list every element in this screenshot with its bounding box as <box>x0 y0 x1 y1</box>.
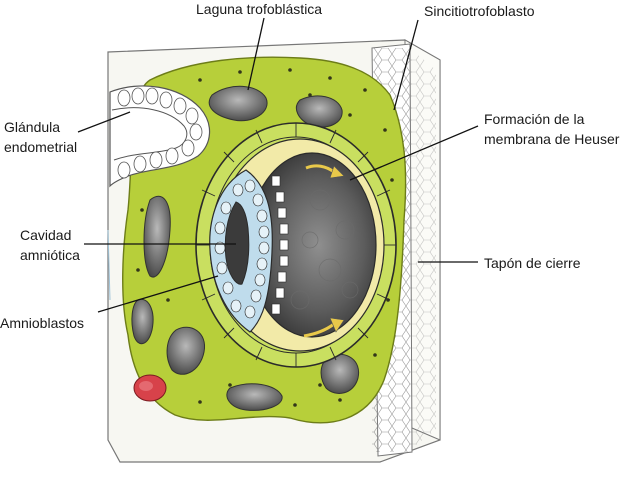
label-endometrial: endometrial <box>4 139 78 155</box>
lacuna <box>166 326 206 375</box>
leader-sincitio <box>393 19 419 111</box>
lacuna <box>296 95 343 128</box>
amnion <box>209 169 289 333</box>
leader-amnioblastos <box>97 275 219 313</box>
lacuna <box>208 85 268 122</box>
leader-laguna <box>247 17 265 91</box>
lacuna <box>131 298 154 345</box>
label-sincitiotrofoblasto: Sincitiotrofoblasto <box>424 3 535 19</box>
label-membrana-heuser: membrana de Heuser <box>484 131 620 147</box>
label-cavidad: Cavidad <box>20 227 72 243</box>
endometrial-gland <box>109 85 211 188</box>
lacuna <box>320 353 360 394</box>
lacuna <box>226 383 283 411</box>
label-amniotica: amniótica <box>20 247 80 263</box>
arrow-icon <box>305 164 345 179</box>
leader-lines <box>77 17 479 313</box>
arrow-icon <box>303 317 345 338</box>
blood-cell <box>133 374 167 402</box>
leader-heuser <box>349 125 479 181</box>
leader-glandula <box>77 111 131 133</box>
label-glandula: Glándula <box>4 119 61 135</box>
label-tapon-de-cierre: Tapón de cierre <box>484 255 581 271</box>
amniotic-cavity <box>224 201 250 285</box>
lacuna <box>143 195 171 278</box>
label-formacion: Formación de la <box>484 111 585 127</box>
trophoblastic-lacunae <box>131 85 385 411</box>
label-laguna-trofoblastica: Laguna trofoblástica <box>196 1 323 17</box>
label-amnioblastos: Amnioblastos <box>0 315 85 331</box>
